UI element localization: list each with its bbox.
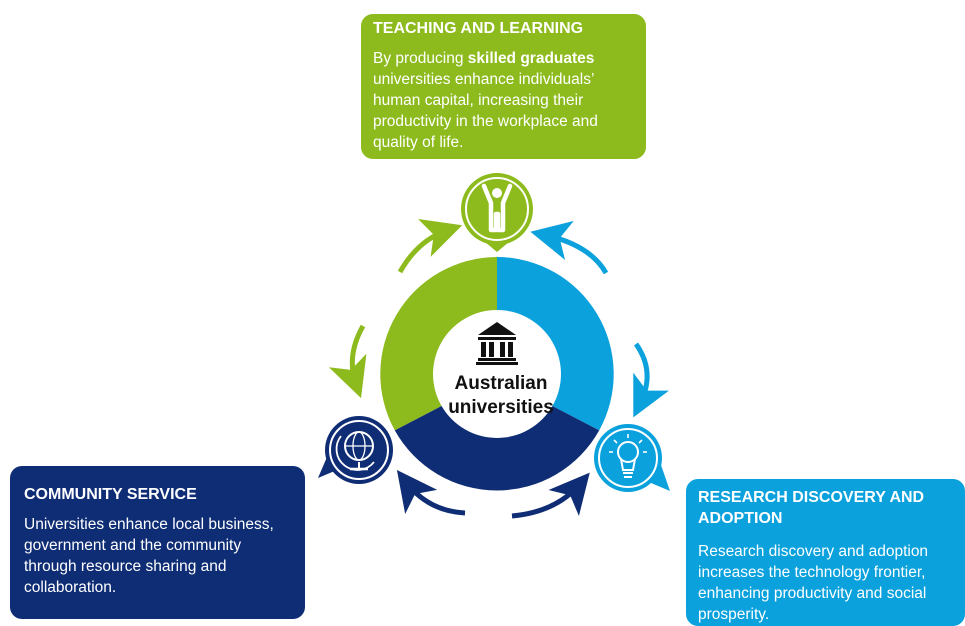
person-cheering-icon [461, 173, 533, 252]
community-body: Universities enhance local business, gov… [24, 516, 274, 596]
arrow-teaching-up [397, 218, 463, 274]
teaching-learning-box: TEACHING AND LEARNING By producing skill… [361, 14, 646, 159]
ring-segment-community [394, 406, 600, 491]
arrow-to-community [396, 470, 466, 516]
ring-segment-research [497, 257, 614, 431]
research-title: RESEARCH DISCOVERY AND ADOPTION [698, 489, 925, 527]
arrow-to-research [633, 342, 670, 418]
arrow-research-to-teaching [530, 220, 609, 275]
arrow-teaching-to-community [328, 324, 367, 399]
community-title: COMMUNITY SERVICE [24, 486, 197, 503]
teaching-title: TEACHING AND LEARNING [373, 20, 584, 37]
lightbulb-icon [594, 424, 670, 492]
teaching-body-pre: By producing [373, 50, 468, 67]
center-label-line2: universities [448, 397, 554, 418]
globe-icon [318, 416, 393, 484]
center-label: Australian universities [420, 372, 582, 420]
teaching-body-post: universities enhance individuals’ human … [373, 71, 598, 151]
ring-segment-teaching [380, 257, 497, 431]
arrow-research-to-community [511, 472, 590, 519]
research-discovery-box: RESEARCH DISCOVERY AND ADOPTION Research… [686, 479, 965, 626]
university-building-icon [476, 322, 518, 365]
teaching-body-bold: skilled graduates [467, 50, 595, 67]
teaching-body: By producing skilled graduates universit… [373, 48, 634, 153]
research-body: Research discovery and adoption increase… [698, 543, 929, 623]
center-label-line1: Australian [454, 373, 548, 394]
community-service-box: COMMUNITY SERVICE Universities enhance l… [10, 466, 305, 619]
